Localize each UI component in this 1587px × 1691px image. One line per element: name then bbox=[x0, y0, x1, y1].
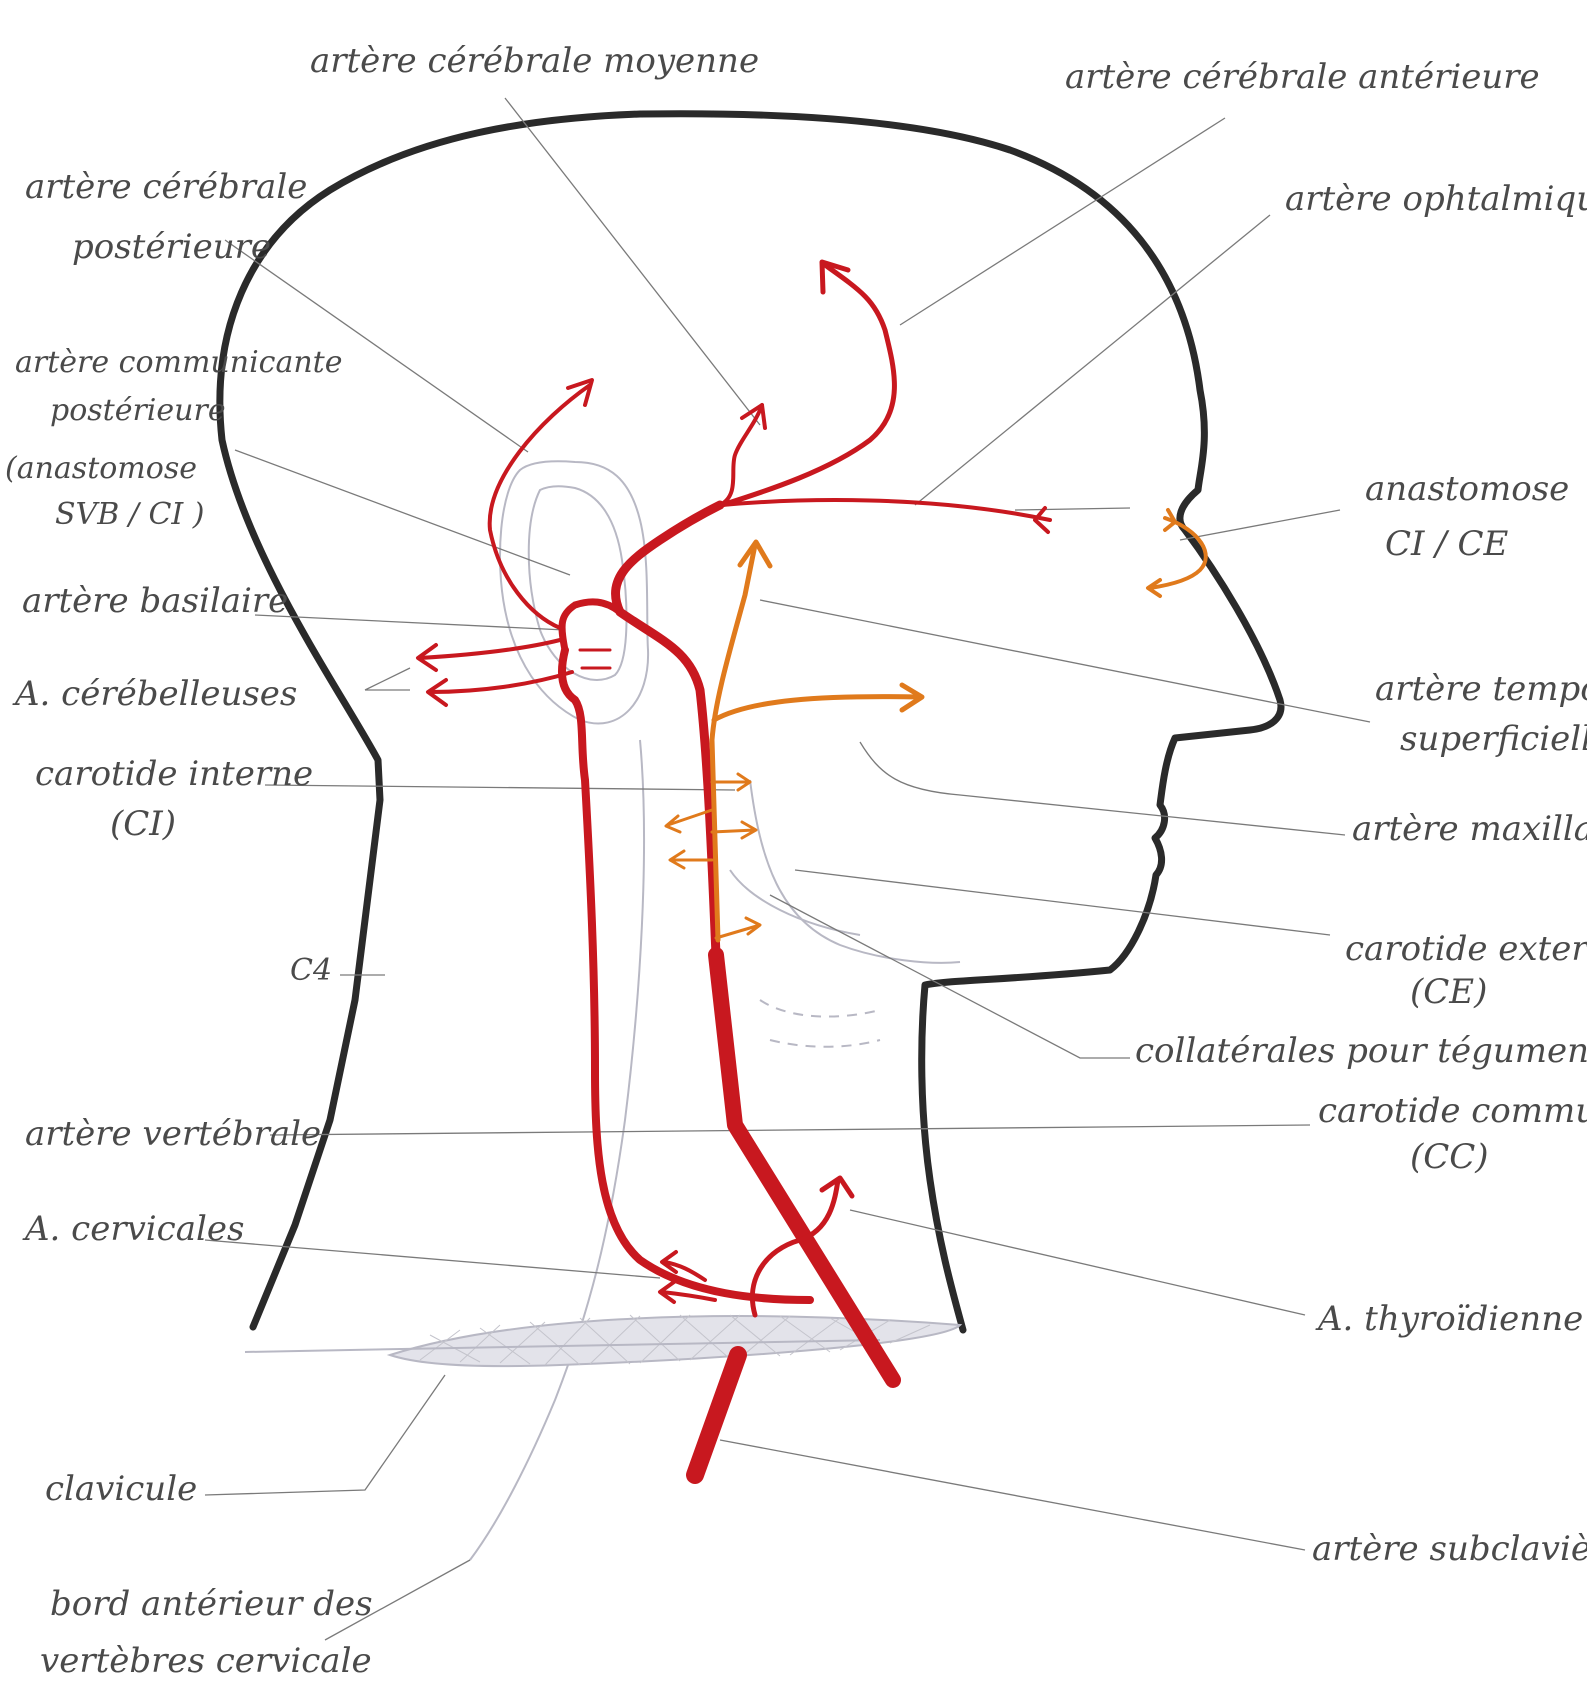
label-external-carotid-line1: carotide externe bbox=[1345, 929, 1587, 969]
label-posterior-communicating-line4: SVB / CI ) bbox=[55, 497, 205, 532]
label-anterior-cerebral: artère cérébrale antérieure bbox=[1065, 57, 1540, 97]
subclavian-artery bbox=[695, 1355, 738, 1475]
label-vertebral: artère vertébrale bbox=[25, 1114, 321, 1154]
label-posterior-cerebral-line2: postérieure bbox=[72, 227, 271, 267]
label-superficial-temporal-line1: artère temporale bbox=[1375, 669, 1587, 709]
label-basilar: artère basilaire bbox=[22, 581, 288, 621]
label-vertebrae-edge-line1: bord antérieur des bbox=[50, 1584, 373, 1624]
hyoid-sketch bbox=[760, 1000, 880, 1047]
external-arterial-system bbox=[666, 510, 1206, 940]
label-cervical: A. cervicales bbox=[22, 1209, 244, 1249]
label-ophthalmic: artère ophtalmique bbox=[1285, 179, 1587, 219]
jaw-sketch bbox=[750, 780, 960, 963]
label-middle-cerebral: artère cérébrale moyenne bbox=[310, 41, 759, 81]
ophthalmic-artery bbox=[722, 500, 1050, 520]
label-subclavian: artère subclavière bbox=[1312, 1529, 1587, 1569]
label-inferior-thyroid: A. thyroïdienne inf. bbox=[1315, 1299, 1587, 1339]
label-vertebrae-edge-line2: vertèbres cervicale bbox=[40, 1641, 372, 1681]
cerebellar-artery-lower bbox=[430, 672, 572, 692]
cerebellar-stubs bbox=[580, 650, 610, 668]
label-cerebellar: A. cérébelleuses bbox=[12, 674, 297, 714]
label-posterior-communicating-line2: postérieure bbox=[50, 393, 226, 428]
label-internal-carotid-line1: carotide interne bbox=[35, 754, 313, 794]
ear-inner-sketch bbox=[529, 486, 627, 680]
label-c4: C4 bbox=[290, 953, 332, 988]
internal-carotid-artery bbox=[616, 505, 720, 955]
anterior-cerebral-artery bbox=[722, 265, 894, 505]
external-carotid-artery bbox=[712, 545, 755, 940]
label-maxillary: artère maxillaire bbox=[1352, 809, 1587, 849]
label-collaterals: collatérales pour téguments/viscères de … bbox=[1135, 1031, 1587, 1071]
label-anastomosis-ci-ce-line1: anastomose bbox=[1365, 469, 1569, 509]
label-superficial-temporal-line2: superficielle bbox=[1400, 719, 1587, 759]
leader-lines bbox=[205, 98, 1370, 1640]
basilar-artery bbox=[562, 602, 620, 650]
label-external-carotid-line2: (CE) bbox=[1410, 972, 1487, 1012]
label-clavicle: clavicule bbox=[45, 1469, 197, 1509]
jaw-inner-sketch bbox=[730, 870, 860, 935]
label-anastomosis-ci-ce-line2: CI / CE bbox=[1385, 524, 1509, 564]
vertebral-artery bbox=[562, 650, 810, 1300]
label-posterior-communicating-line3: (anastomose bbox=[5, 451, 197, 486]
label-posterior-communicating-line1: artère communicante bbox=[15, 345, 342, 380]
label-posterior-cerebral-line1: artère cérébrale bbox=[25, 167, 307, 207]
vertebrae-front-edge-sketch bbox=[470, 740, 644, 1560]
label-common-carotid-line2: (CC) bbox=[1410, 1137, 1489, 1177]
middle-cerebral-artery bbox=[720, 405, 762, 505]
label-internal-carotid-line2: (CI) bbox=[110, 804, 176, 844]
maxillary-artery bbox=[714, 697, 920, 720]
cerebellar-artery-upper bbox=[420, 640, 560, 658]
label-common-carotid-line1: carotide commune bbox=[1318, 1091, 1587, 1131]
